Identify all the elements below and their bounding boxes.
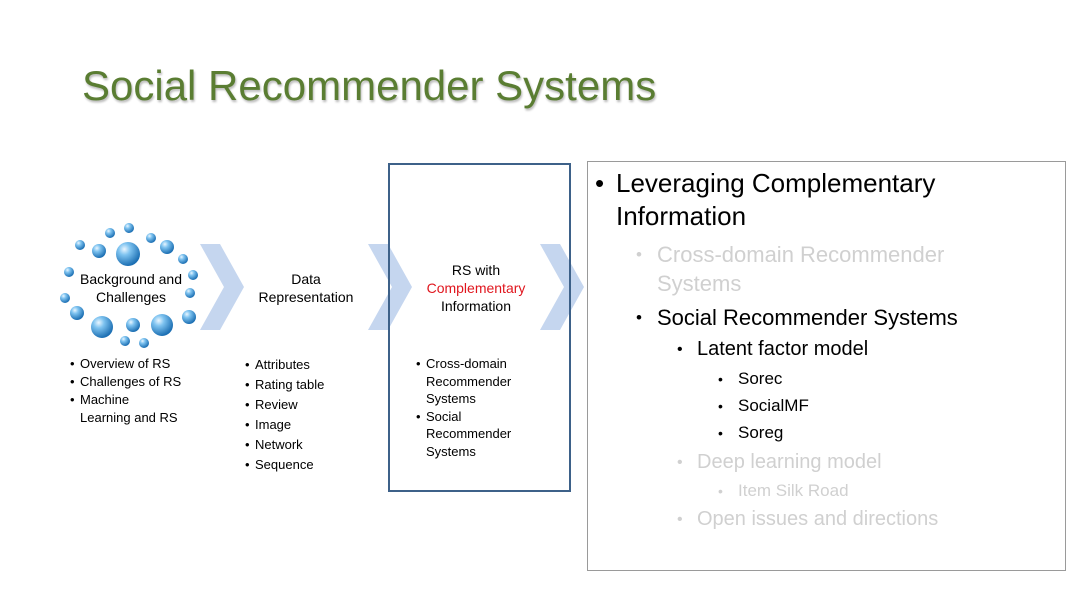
list-item-text: Recommender xyxy=(426,373,512,389)
current-stage-highlight-box xyxy=(388,163,571,492)
outline-item-socialmf: • SocialMF xyxy=(718,395,809,417)
outline-item-item-silk-road: • Item Silk Road xyxy=(718,480,849,502)
stage-label-highlight: Complementary xyxy=(426,280,526,296)
outline-text: Social Recommender Systems xyxy=(657,305,958,330)
outline-text: Information xyxy=(616,201,747,231)
list-item-text: Recommender xyxy=(426,426,512,441)
bullet-icon: • xyxy=(718,483,723,499)
bullet-icon: • xyxy=(718,398,723,414)
outline-item-sorec: • Sorec xyxy=(718,368,783,390)
outline-text: Cross-domain Recommender xyxy=(657,242,945,267)
outline-text: Sorec xyxy=(738,369,783,388)
list-item-text: Cross-domain xyxy=(426,356,507,371)
slide-title: Social Recommender Systems xyxy=(82,62,657,109)
outline-panel xyxy=(587,161,1066,571)
list-item: Overview of RS xyxy=(70,355,210,373)
outline-text: Systems xyxy=(657,271,742,296)
stage-complementary-label: RS with Complementary Information xyxy=(410,261,542,315)
outline-text: Leveraging Complementary xyxy=(616,168,936,198)
list-item-text: Systems xyxy=(426,443,476,459)
outline-text: SocialMF xyxy=(738,396,809,415)
bullet-icon: • xyxy=(677,341,683,358)
stage-data-representation-label: Data Representation xyxy=(246,270,366,306)
bullet-icon: • xyxy=(595,168,605,198)
stage-label-line: Representation xyxy=(258,289,354,305)
stage-label-line: Information xyxy=(440,298,512,314)
outline-text: Item Silk Road xyxy=(738,481,849,500)
list-item-text: Systems xyxy=(426,391,476,406)
bullet-icon: • xyxy=(718,371,723,387)
stage-complementary-list: Cross-domain Recommender Systems Social … xyxy=(416,355,556,460)
outline-item-leveraging: • Leveraging Complementary Information xyxy=(595,167,936,233)
outline-text: Deep learning model xyxy=(697,451,882,473)
outline-item-social-rs: • Social Recommender Systems xyxy=(636,303,958,332)
outline-text: Soreg xyxy=(738,423,784,442)
list-item: Network xyxy=(245,435,375,455)
stage-background-list: Overview of RS Challenges of RS Machine … xyxy=(70,355,210,427)
stage-label-line: RS with xyxy=(451,262,501,278)
outline-item-cross-domain: • Cross-domain Recommender Systems xyxy=(636,240,945,298)
list-item: Challenges of RS xyxy=(70,373,210,391)
list-item: Attributes xyxy=(245,355,375,375)
stage-label-line: Background and xyxy=(80,271,182,287)
outline-item-open-issues: • Open issues and directions xyxy=(677,507,939,532)
bullet-icon: • xyxy=(677,454,683,471)
stage-data-representation-list: Attributes Rating table Review Image Net… xyxy=(245,355,375,475)
list-item: Machine xyxy=(70,391,210,409)
outline-text: Open issues and directions xyxy=(697,508,939,530)
outline-item-latent-factor: • Latent factor model xyxy=(677,337,869,362)
list-item-text: Social xyxy=(426,408,462,424)
list-item: Image xyxy=(245,415,375,435)
list-item: Review xyxy=(245,395,375,415)
list-item: Cross-domain Recommender Systems xyxy=(416,355,556,408)
list-item-continuation: Learning and RS xyxy=(80,410,178,425)
chevron-arrow-1 xyxy=(200,244,244,330)
bullet-icon: • xyxy=(636,245,642,264)
bullet-icon: • xyxy=(718,425,723,441)
bullet-icon: • xyxy=(636,308,642,327)
outline-item-deep-learning: • Deep learning model xyxy=(677,450,882,475)
bullet-icon: • xyxy=(677,511,683,528)
list-item: Social Recommender Systems xyxy=(416,408,556,461)
list-item: Sequence xyxy=(245,455,375,475)
stage-label-line: Challenges xyxy=(95,289,167,305)
stage-label-line: Data xyxy=(291,271,321,287)
outline-text: Latent factor model xyxy=(697,338,869,360)
stage-background-label: Background and Challenges xyxy=(70,270,192,306)
outline-item-soreg: • Soreg xyxy=(718,422,784,444)
list-item: Rating table xyxy=(245,375,375,395)
